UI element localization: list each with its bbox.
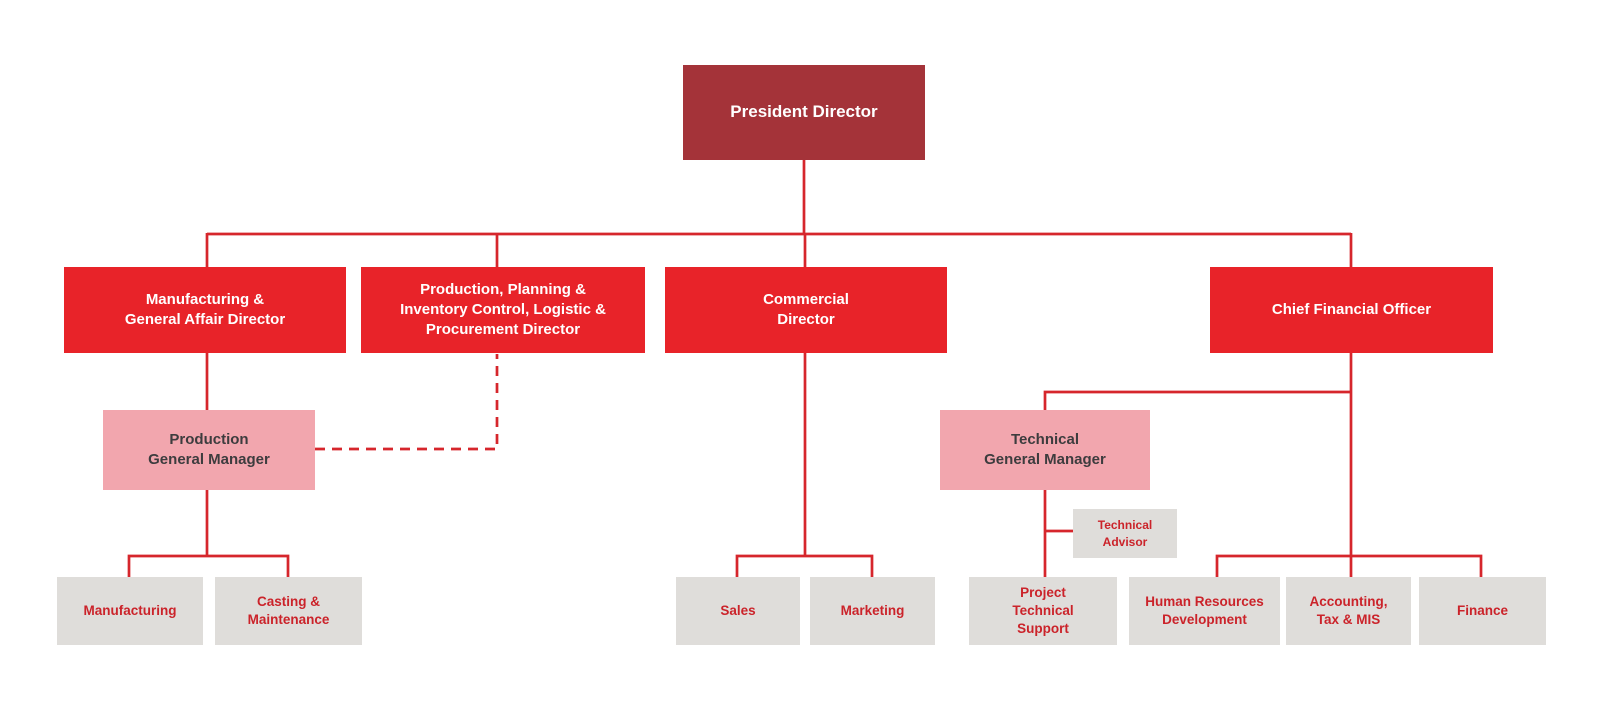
org-node-label: Chief Financial Officer bbox=[1271, 300, 1432, 318]
org-node-label: Sales bbox=[720, 602, 756, 618]
org-node-label: Finance bbox=[1456, 602, 1508, 618]
org-node-label: Project Technical Support bbox=[1012, 584, 1074, 637]
connector-commercial-branch bbox=[735, 554, 874, 578]
org-node-sales: Sales bbox=[676, 577, 800, 645]
org-node-label: Technical General Manager bbox=[984, 430, 1106, 468]
org-node-project-technical-support: Project Technical Support bbox=[969, 577, 1117, 645]
org-node-manufacturing: Manufacturing bbox=[57, 577, 203, 645]
connector-cfo-branch bbox=[1215, 554, 1483, 578]
org-node-finance: Finance bbox=[1419, 577, 1546, 645]
org-node-label: Manufacturing & General Affair Director bbox=[124, 290, 286, 328]
connector-cfo-to-technical-gm bbox=[1043, 390, 1351, 411]
org-node-label: Marketing bbox=[840, 602, 905, 618]
org-node-label: Production, Planning & Inventory Control… bbox=[400, 280, 606, 339]
org-node-label: President Director bbox=[730, 102, 878, 122]
org-node-manufacturing-general-affair-director: Manufacturing & General Affair Director bbox=[64, 267, 346, 353]
org-node-chief-financial-officer: Chief Financial Officer bbox=[1210, 267, 1493, 353]
org-node-label: Manufacturing bbox=[83, 602, 177, 618]
org-node-label: Commercial Director bbox=[763, 290, 849, 328]
org-node-president-director: President Director bbox=[683, 65, 925, 160]
org-node-label: Human Resources Development bbox=[1145, 593, 1264, 627]
org-node-human-resources-development: Human Resources Development bbox=[1129, 577, 1280, 645]
org-node-technical-advisor: Technical Advisor bbox=[1073, 509, 1177, 558]
connector-ppic-to-production-gm-dashed bbox=[315, 354, 499, 451]
org-node-production-general-manager: Production General Manager bbox=[103, 410, 315, 490]
org-node-label: Technical Advisor bbox=[1097, 518, 1153, 549]
connector-production-gm-branch bbox=[127, 554, 290, 578]
org-node-label: Accounting, Tax & MIS bbox=[1309, 593, 1388, 627]
org-node-casting-maintenance: Casting & Maintenance bbox=[215, 577, 362, 645]
org-node-marketing: Marketing bbox=[810, 577, 935, 645]
org-node-production-planning-inventory-control-logistic-procurement-director: Production, Planning & Inventory Control… bbox=[361, 267, 645, 353]
org-node-accounting-tax-mis: Accounting, Tax & MIS bbox=[1286, 577, 1411, 645]
org-node-label: Production General Manager bbox=[148, 430, 270, 468]
org-node-label: Casting & Maintenance bbox=[247, 593, 330, 627]
org-node-commercial-director: Commercial Director bbox=[665, 267, 947, 353]
org-node-technical-general-manager: Technical General Manager bbox=[940, 410, 1150, 490]
